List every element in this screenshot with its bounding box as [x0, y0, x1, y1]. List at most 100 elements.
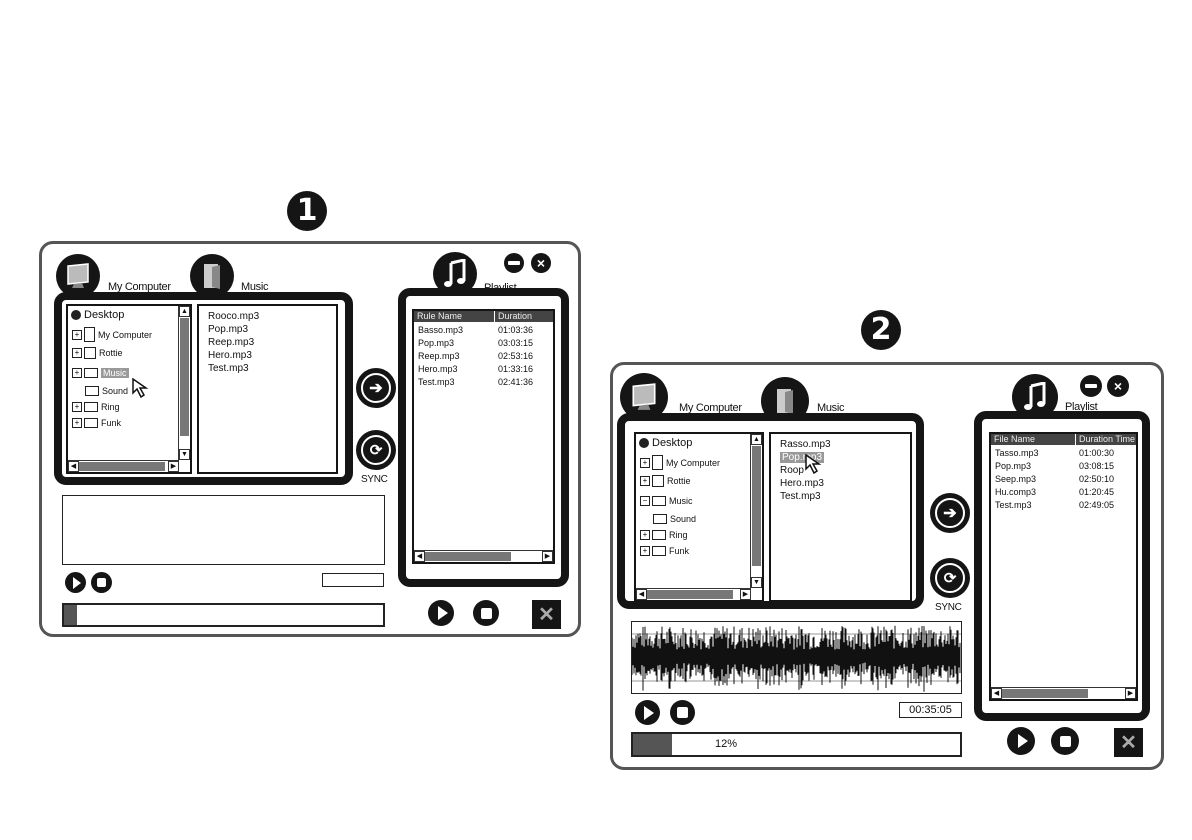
playlist-row-name[interactable]: Test.mp3: [418, 377, 455, 387]
playlist-row-name[interactable]: Tasso.mp3: [995, 448, 1039, 458]
tree-item-sound[interactable]: Sound: [653, 514, 696, 524]
scroll-right-icon[interactable]: ▶: [1125, 688, 1136, 699]
minimize-button[interactable]: [504, 253, 524, 273]
play-button[interactable]: [65, 572, 86, 593]
stop-button[interactable]: [91, 572, 112, 593]
tree-item-music[interactable]: + Music: [72, 368, 129, 378]
tree-horizontal-scrollbar[interactable]: ◀ ▶: [636, 588, 751, 600]
tree-item-funk[interactable]: + Funk: [640, 546, 689, 556]
tree-vertical-scrollbar[interactable]: ▲ ▼: [750, 434, 762, 588]
col-header-duration[interactable]: Duration Time: [495, 311, 553, 332]
expand-icon[interactable]: +: [72, 348, 82, 358]
playlist-horizontal-scrollbar[interactable]: ◀ ▶: [991, 687, 1136, 699]
playlist-row-duration[interactable]: 02:50:10: [1079, 474, 1115, 484]
tree-item-music[interactable]: − Music: [640, 496, 693, 506]
playlist-row-name[interactable]: Pop.mp3: [418, 338, 455, 348]
playlist-row-duration[interactable]: 01:20:45: [1079, 487, 1115, 497]
playlist-row-name[interactable]: Basso.mp3: [418, 325, 464, 335]
file-item[interactable]: Pop.mp3: [208, 324, 249, 335]
col-header-name[interactable]: Rule Name: [414, 311, 494, 322]
scroll-left-icon[interactable]: ◀: [636, 589, 647, 600]
expand-icon[interactable]: +: [72, 329, 82, 340]
playlist-row-duration[interactable]: 02:41:36: [498, 377, 534, 387]
sync-button[interactable]: ⟳: [356, 430, 396, 470]
scroll-up-icon[interactable]: ▲: [179, 306, 190, 317]
scroll-left-icon[interactable]: ◀: [991, 688, 1002, 699]
file-item[interactable]: Rooco.mp3: [208, 311, 260, 322]
playlist-row-name[interactable]: Hu.comp3: [995, 487, 1037, 497]
tree-item-ring[interactable]: + Ring: [72, 402, 120, 412]
stop-button[interactable]: [670, 700, 695, 725]
playlist-row-duration[interactable]: 01:03:36: [498, 325, 534, 335]
tree-item-desktop[interactable]: Desktop: [71, 309, 124, 321]
transfer-button[interactable]: ➔: [930, 493, 970, 533]
expand-icon[interactable]: +: [72, 368, 82, 378]
progress-bar[interactable]: 12%: [631, 732, 962, 757]
expand-icon[interactable]: +: [640, 476, 650, 486]
play-button[interactable]: [635, 700, 660, 725]
scroll-right-icon[interactable]: ▶: [740, 589, 751, 600]
scroll-up-icon[interactable]: ▲: [751, 434, 762, 445]
exit-button[interactable]: ✕: [1114, 728, 1143, 757]
file-item[interactable]: Reep.mp3: [208, 337, 255, 348]
playlist-row-name[interactable]: Test.mp3: [995, 500, 1032, 510]
tree-horizontal-scrollbar[interactable]: ◀ ▶: [68, 460, 179, 472]
progress-bar[interactable]: [62, 603, 385, 627]
file-item[interactable]: Roop: [780, 465, 804, 476]
tree-item-ring[interactable]: + Ring: [640, 530, 688, 540]
scroll-left-icon[interactable]: ◀: [414, 551, 425, 562]
expand-icon[interactable]: +: [640, 457, 650, 468]
tree-item-funk[interactable]: + Funk: [72, 418, 121, 428]
scroll-right-icon[interactable]: ▶: [168, 461, 179, 472]
close-window-button[interactable]: ×: [1107, 375, 1129, 397]
tree-item-rottie[interactable]: + Rottie: [640, 475, 691, 487]
expand-icon[interactable]: +: [72, 402, 82, 412]
expand-icon[interactable]: +: [72, 418, 82, 428]
tree-item-sound[interactable]: Sound: [85, 386, 128, 396]
scroll-thumb[interactable]: [1002, 689, 1088, 698]
playlist-row-duration[interactable]: 02:49:05: [1079, 500, 1115, 510]
close-window-button[interactable]: ×: [531, 253, 551, 273]
scroll-down-icon[interactable]: ▼: [751, 577, 762, 588]
monitor-icon[interactable]: [56, 254, 100, 298]
scroll-thumb[interactable]: [647, 590, 733, 599]
scroll-thumb[interactable]: [752, 446, 761, 566]
col-header-name[interactable]: File Name: [991, 434, 1075, 445]
tree-item-desktop[interactable]: Desktop: [639, 437, 692, 449]
playlist-row-name[interactable]: Hero.mp3: [418, 364, 458, 374]
tree-vertical-scrollbar[interactable]: ▲ ▼: [178, 306, 190, 460]
scroll-thumb[interactable]: [79, 462, 165, 471]
sync-button[interactable]: ⟳: [930, 558, 970, 598]
playlist-horizontal-scrollbar[interactable]: ◀ ▶: [414, 550, 553, 562]
playlist-row-duration[interactable]: 01:00:30: [1079, 448, 1115, 458]
exit-button[interactable]: ✕: [532, 600, 561, 629]
playlist-row-duration[interactable]: 03:08:15: [1079, 461, 1115, 471]
minimize-button[interactable]: [1080, 375, 1102, 397]
playlist-row-duration[interactable]: 03:03:15: [498, 338, 534, 348]
scroll-down-icon[interactable]: ▼: [179, 449, 190, 460]
scroll-left-icon[interactable]: ◀: [68, 461, 79, 472]
file-item[interactable]: Test.mp3: [208, 363, 249, 374]
playlist-row-duration[interactable]: 02:53:16: [498, 351, 534, 361]
tree-item-my-computer[interactable]: + My Computer: [72, 327, 152, 342]
file-item[interactable]: Rasso.mp3: [780, 439, 831, 450]
scroll-thumb[interactable]: [425, 552, 511, 561]
expand-icon[interactable]: +: [640, 530, 650, 540]
file-item[interactable]: Test.mp3: [780, 491, 821, 502]
playlist-row-name[interactable]: Pop.mp3: [995, 461, 1032, 471]
collapse-icon[interactable]: −: [640, 496, 650, 506]
playlist-row-duration[interactable]: 01:33:16: [498, 364, 534, 374]
file-item[interactable]: Hero.mp3: [780, 478, 824, 489]
tree-item-rottie[interactable]: + Rottie: [72, 347, 123, 359]
playlist-row-name[interactable]: Reep.mp3: [418, 351, 460, 361]
transfer-button[interactable]: ➔: [356, 368, 396, 408]
expand-icon[interactable]: +: [640, 546, 650, 556]
playlist-play-button[interactable]: [428, 600, 454, 626]
music-folder-icon[interactable]: [190, 254, 234, 298]
playlist-stop-button[interactable]: [1051, 727, 1079, 755]
playlist-row-name[interactable]: Seep.mp3: [995, 474, 1037, 484]
file-item-selected[interactable]: Pop.mp3: [780, 452, 825, 463]
tree-item-my-computer[interactable]: + My Computer: [640, 455, 720, 470]
col-header-duration[interactable]: Duration Time: [1076, 434, 1136, 445]
playlist-play-button[interactable]: [1007, 727, 1035, 755]
